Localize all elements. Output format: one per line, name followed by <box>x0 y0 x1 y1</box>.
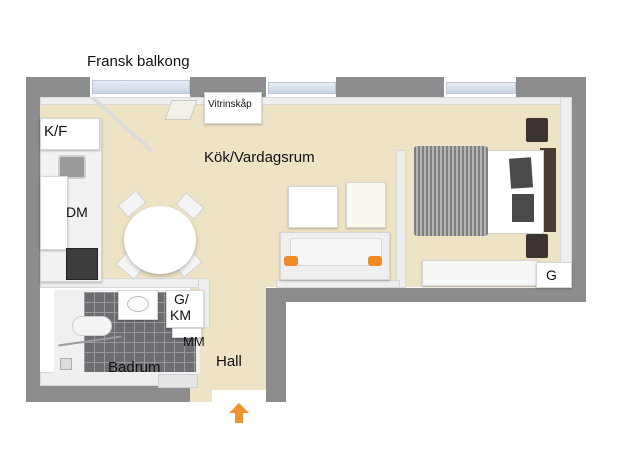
label-kitchen-living: Kök/Vardagsrum <box>204 149 315 166</box>
bed-blanket <box>414 146 488 236</box>
window-balcony <box>92 80 190 94</box>
sink-icon <box>58 155 86 179</box>
nightstand-top <box>526 118 548 142</box>
wall-bathroom-bottom <box>40 372 190 386</box>
window-living <box>268 82 336 94</box>
label-washer: MM <box>183 334 205 349</box>
stove-icon <box>66 248 98 280</box>
outer-wall-top-right <box>516 77 586 97</box>
outer-wall-top-left <box>26 77 90 97</box>
bedroom-wardrobe <box>422 260 538 286</box>
window-bedroom <box>446 82 516 94</box>
fridge-freezer <box>40 118 100 150</box>
label-dishwasher: DM <box>66 204 88 220</box>
entrance-arrow-icon <box>228 402 250 424</box>
entrance-opening <box>212 390 266 404</box>
outer-wall-left <box>26 77 40 402</box>
outer-wall-hall-right <box>266 288 286 402</box>
wardrobe-g <box>536 262 572 288</box>
wall-bathroom-top <box>40 278 210 288</box>
outer-wall-right <box>572 77 586 302</box>
bed-headboard <box>540 148 556 232</box>
label-balcony: Fransk balkong <box>87 53 190 70</box>
display-cabinet <box>204 92 262 124</box>
coffee-table-right <box>346 182 386 228</box>
sofa-seat <box>290 238 382 266</box>
label-display-cabinet: Vitrinskåp <box>208 99 252 110</box>
outer-wall-top-center <box>336 77 444 97</box>
wall-bedroom-divider <box>396 150 406 288</box>
label-wardrobe-washer-1: G/ <box>174 291 189 307</box>
outer-wall-bottom-left <box>26 386 212 402</box>
wall-living-bottom <box>276 280 400 288</box>
toilet-icon <box>72 316 112 336</box>
pillow-left <box>284 256 298 266</box>
pillow-right <box>368 256 382 266</box>
shower-icon <box>60 358 72 370</box>
wardrobe-washer <box>166 290 204 328</box>
sink-basin-icon <box>127 296 149 312</box>
wall-top-inner <box>40 97 572 105</box>
bed-pillow-top <box>508 157 534 189</box>
bed-pillow-bottom <box>512 194 534 222</box>
label-fridge-freezer: K/F <box>44 123 68 140</box>
label-wardrobe-bedroom: G <box>546 267 557 283</box>
coffee-table-left <box>288 186 338 228</box>
label-hall: Hall <box>216 353 242 370</box>
hall-bench <box>158 374 198 388</box>
nightstand-bottom <box>526 234 548 258</box>
label-bathroom: Badrum <box>108 359 161 376</box>
outer-wall-bottom-right <box>276 288 586 302</box>
dining-table <box>124 206 196 274</box>
dishwasher <box>40 176 68 250</box>
wall-right-inner <box>560 97 572 288</box>
label-wardrobe-washer-2: KM <box>170 307 191 323</box>
washer-shelf <box>172 328 202 338</box>
